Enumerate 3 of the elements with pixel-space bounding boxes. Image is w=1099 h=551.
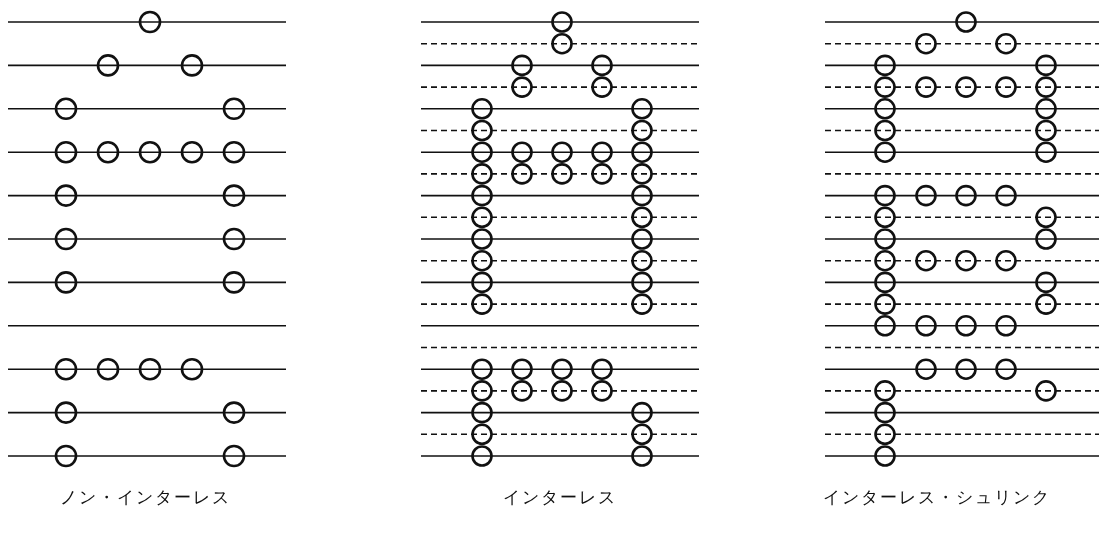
caption: ノン・インターレス	[59, 486, 231, 509]
caption: インターレス・シュリンク	[823, 486, 1051, 509]
caption: インターレス	[503, 486, 617, 509]
